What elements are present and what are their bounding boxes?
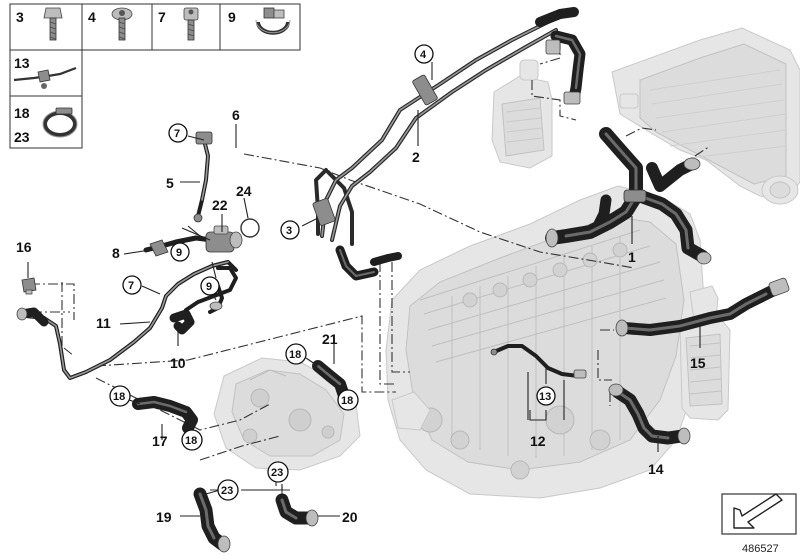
callout-12: 12 — [530, 433, 546, 449]
callout-18d: 18 — [341, 395, 353, 407]
hose-clip-icon — [255, 7, 291, 35]
callout-1: 1 — [628, 249, 636, 265]
bolt-socket-head-icon — [183, 7, 199, 41]
bolt-16 — [21, 277, 37, 295]
callout-15: 15 — [690, 355, 706, 371]
callout-circle-23a — [217, 479, 239, 501]
callout-9a: 9 — [176, 247, 182, 259]
callout-19: 19 — [156, 509, 172, 525]
legend-label-23: 23 — [14, 129, 30, 145]
ghost-intercooler — [611, 27, 800, 205]
callout-2: 2 — [412, 149, 420, 165]
callout-circle-4 — [414, 44, 434, 64]
callout-23a: 23 — [221, 485, 233, 497]
coolant-hose-14 — [608, 383, 691, 445]
callout-circle-23b — [267, 461, 289, 483]
legend-label-4: 4 — [88, 9, 96, 25]
callout-circle-18d — [337, 389, 359, 411]
callout-18c: 18 — [289, 349, 301, 361]
callout-18b: 18 — [185, 435, 197, 447]
callout-7a: 7 — [174, 128, 180, 140]
ghost-engine-block — [385, 185, 705, 499]
hose-top-right — [545, 30, 586, 105]
pipe-8-valve-22 — [143, 218, 260, 257]
ghost-egr-module — [213, 357, 361, 471]
callout-5: 5 — [166, 175, 174, 191]
callouts: 1 2 3 4 5 6 7 7 8 9 9 10 11 12 13 14 15 … — [16, 44, 706, 525]
callout-11: 11 — [96, 315, 111, 331]
callout-7b: 7 — [128, 280, 134, 292]
legend-label-3: 3 — [16, 9, 24, 25]
legend-label-18: 18 — [14, 105, 30, 121]
callout-circle-7b — [122, 275, 142, 295]
callout-18a: 18 — [113, 391, 125, 403]
leader-lines — [27, 62, 701, 517]
bolt-hex-icon — [43, 7, 63, 41]
cable-tie-icon — [13, 66, 77, 89]
callout-circle-9b — [200, 276, 220, 296]
callout-3: 3 — [286, 225, 292, 237]
fastener-legend: 3 4 7 9 13 — [9, 3, 301, 149]
hose-20 — [275, 493, 319, 527]
callout-16: 16 — [16, 239, 32, 255]
coolant-pipe-2 — [312, 7, 579, 281]
callout-13: 13 — [539, 391, 551, 403]
hose-21 — [312, 360, 350, 402]
callout-circle-18c — [285, 343, 307, 365]
callout-22: 22 — [212, 197, 228, 213]
hose-17 — [132, 396, 198, 434]
callout-10: 10 — [170, 355, 186, 371]
callout-23b: 23 — [271, 467, 283, 479]
callout-circle-13 — [536, 386, 556, 406]
callout-circle-9a — [170, 242, 190, 262]
callout-circle-7a — [168, 123, 188, 143]
callout-4: 4 — [420, 49, 427, 61]
pipe-5 — [193, 131, 213, 223]
callout-8: 8 — [112, 245, 120, 261]
ghost-egr-cooler-top — [491, 59, 553, 169]
callout-24: 24 — [236, 183, 252, 199]
pipe-11 — [16, 260, 238, 380]
callout-6: 6 — [232, 107, 240, 123]
callout-20: 20 — [342, 509, 358, 525]
callout-circle-18a — [109, 385, 131, 407]
callout-21: 21 — [322, 331, 338, 347]
callout-14: 14 — [648, 461, 664, 477]
callout-9b: 9 — [206, 281, 212, 293]
hose-clamp-icon — [42, 107, 78, 138]
pipe-12 — [490, 344, 587, 379]
ghost-oil-filter-housing — [679, 285, 731, 421]
diagram-number: 486527 — [742, 543, 779, 555]
callout-circle-3 — [280, 220, 300, 240]
hose-19 — [193, 487, 231, 553]
legend-label-7: 7 — [158, 9, 166, 25]
legend-label-9: 9 — [228, 9, 236, 25]
callout-circle-18b — [181, 429, 203, 451]
arrow-back-icon[interactable] — [721, 493, 797, 535]
legend-label-13: 13 — [14, 55, 30, 71]
bolt-torx-icon — [111, 7, 133, 41]
pipe-10 — [169, 266, 238, 335]
coolant-hose-1 — [545, 127, 712, 265]
callout-17: 17 — [152, 433, 168, 449]
coolant-line-15 — [615, 277, 790, 337]
